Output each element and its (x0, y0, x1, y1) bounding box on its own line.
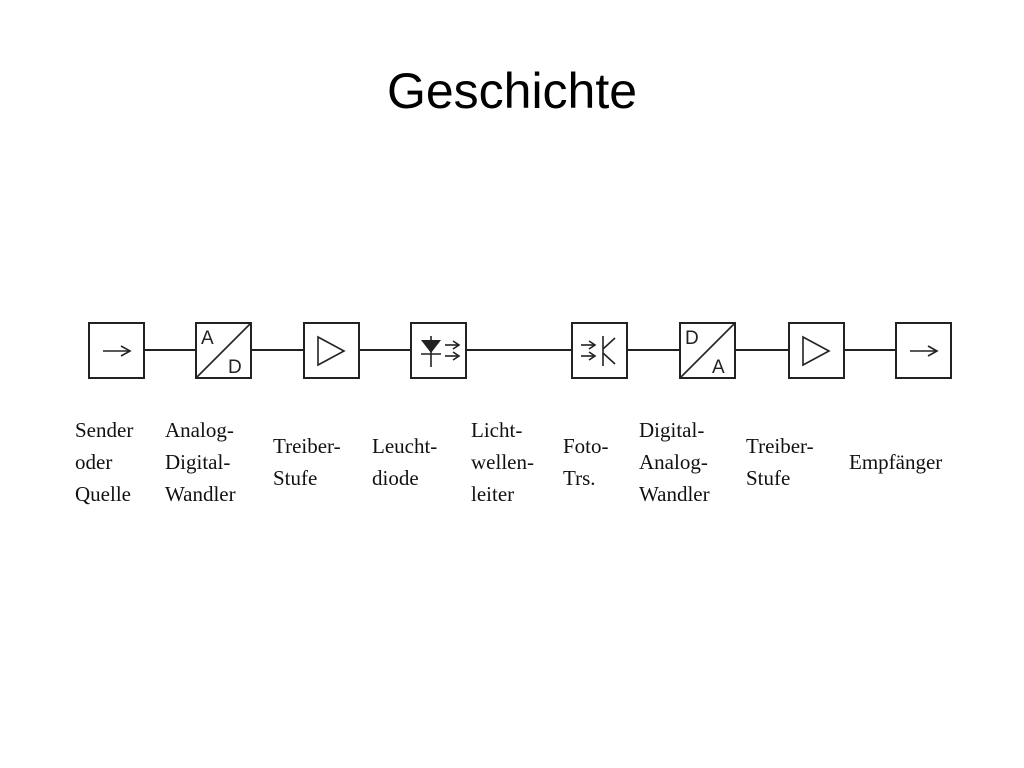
label-line: Foto- (563, 434, 609, 458)
block-da-wandler: D A (679, 322, 736, 379)
label-line: oder (75, 450, 113, 474)
label-treiber-stufe-2: Treiber- Stufe (746, 430, 814, 494)
label-line: Licht- (471, 418, 523, 442)
label-line: Treiber- (746, 434, 814, 458)
label-line: Stufe (273, 466, 318, 490)
label-line: Wandler (639, 482, 710, 506)
arrow-icon (103, 345, 132, 357)
led-icon (421, 336, 461, 367)
label-line: leiter (471, 482, 515, 506)
label-line: Trs. (563, 466, 596, 490)
label-line: Sender (75, 418, 134, 442)
label-leuchtdiode: Leucht- diode (372, 430, 437, 494)
phototransistor-icon (581, 336, 616, 366)
da-converter-icon: D A (679, 322, 736, 379)
amplifier-triangle-icon (802, 335, 831, 367)
ad-letter-a: A (201, 328, 214, 349)
arrow-icon (910, 345, 939, 357)
label-line: diode (372, 466, 419, 490)
label-da-wandler: Digital- Analog- Wandler (639, 414, 710, 510)
block-empfaenger (895, 322, 952, 379)
block-treiber-stufe-2 (788, 322, 845, 379)
signal-chain-diagram: A D (88, 322, 952, 379)
da-letter-d: D (685, 328, 699, 349)
label-line: Leucht- (372, 434, 438, 458)
block-foto-trs (571, 322, 628, 379)
label-foto-trs: Foto- Trs. (563, 430, 609, 494)
label-line: Empfänger (849, 450, 943, 474)
ad-letter-d: D (228, 357, 242, 378)
block-sender-quelle (88, 322, 145, 379)
label-empfaenger: Empfänger (849, 446, 942, 478)
label-line: Treiber- (273, 434, 341, 458)
label-line: Digital- (639, 418, 705, 442)
label-ad-wandler: Analog- Digital- Wandler (165, 414, 236, 510)
label-line: wellen- (471, 450, 534, 474)
label-sender-quelle: Sender oder Quelle (75, 414, 133, 510)
label-line: Wandler (165, 482, 236, 506)
da-letter-a: A (712, 357, 725, 378)
label-line: Stufe (746, 466, 791, 490)
label-line: Analog- (165, 418, 234, 442)
amplifier-triangle-icon (317, 335, 346, 367)
label-line: Analog- (639, 450, 708, 474)
block-leuchtdiode (410, 322, 467, 379)
ad-converter-icon: A D (195, 322, 252, 379)
label-line: Digital- (165, 450, 231, 474)
label-treiber-stufe-1: Treiber- Stufe (273, 430, 341, 494)
label-line: Quelle (75, 482, 131, 506)
block-ad-wandler: A D (195, 322, 252, 379)
slide-title: Geschichte (386, 63, 638, 119)
label-lichtwellenleiter: Licht- wellen- leiter (471, 414, 534, 510)
block-treiber-stufe-1 (303, 322, 360, 379)
